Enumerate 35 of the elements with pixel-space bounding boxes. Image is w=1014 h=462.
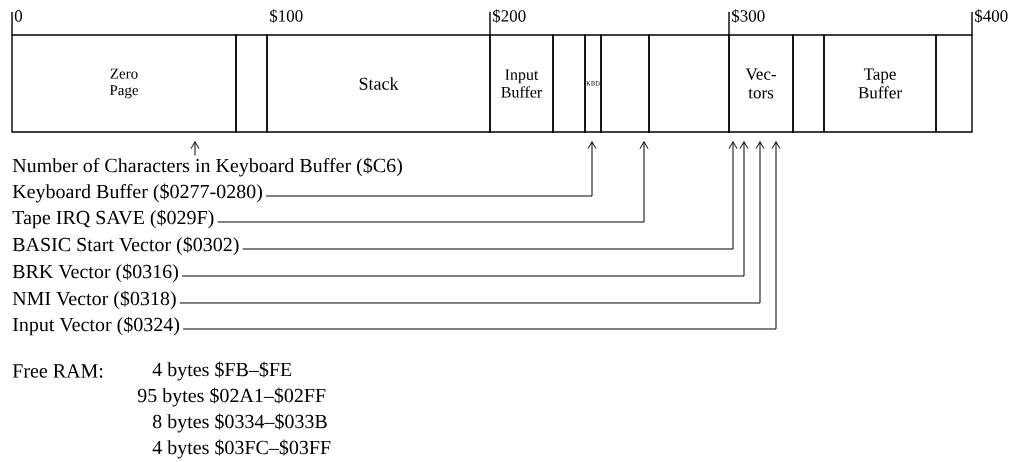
- address-label: Number of Characters in Keyboard Buffer ($C6): [12, 157, 402, 177]
- memory-segment: [648, 34, 730, 133]
- memory-segment: Stack: [266, 34, 491, 133]
- memory-segment: [792, 34, 825, 133]
- memory-segment: [552, 34, 586, 133]
- leader-arrow: [181, 141, 749, 277]
- address-label: Input Vector ($0324): [12, 316, 180, 336]
- note-text: 95 bytes $02A1–$02FF: [137, 387, 326, 407]
- leader-arrow: [190, 141, 200, 156]
- tick-label: $300: [731, 9, 765, 23]
- memory-segment: Zero Page: [11, 34, 237, 133]
- memory-segment: [600, 34, 650, 133]
- memory-segment: Tape Buffer: [823, 34, 937, 133]
- tick-label: $100: [269, 9, 303, 23]
- memory-segment: [935, 34, 973, 133]
- memory-segment: [235, 34, 268, 133]
- tick-label: $200: [492, 9, 526, 23]
- leader-arrow: [242, 141, 738, 250]
- address-label: Keyboard Buffer ($0277-0280): [12, 183, 262, 203]
- tick-label: 0: [14, 10, 23, 22]
- leader-arrow: [182, 141, 781, 330]
- memory-segment: Vec- tors: [728, 34, 794, 133]
- address-label: Tape IRQ SAVE ($029F): [12, 209, 214, 229]
- note-text: Free RAM:: [12, 364, 103, 378]
- address-label: BASIC Start Vector ($0302): [12, 236, 239, 256]
- leader-arrow: [265, 141, 597, 197]
- leader-arrow: [217, 141, 649, 223]
- tick-label: $400: [974, 9, 1008, 23]
- address-label: NMI Vector ($0318): [12, 290, 176, 310]
- note-text: 4 bytes $FB–$FE: [152, 361, 292, 381]
- memory-segment: Input Buffer: [489, 34, 554, 133]
- address-label: BRK Vector ($0316): [12, 263, 178, 283]
- note-text: 4 bytes $03FC–$03FF: [152, 439, 331, 459]
- note-text: 8 bytes $0334–$033B: [153, 413, 327, 433]
- leader-arrow: [179, 141, 765, 304]
